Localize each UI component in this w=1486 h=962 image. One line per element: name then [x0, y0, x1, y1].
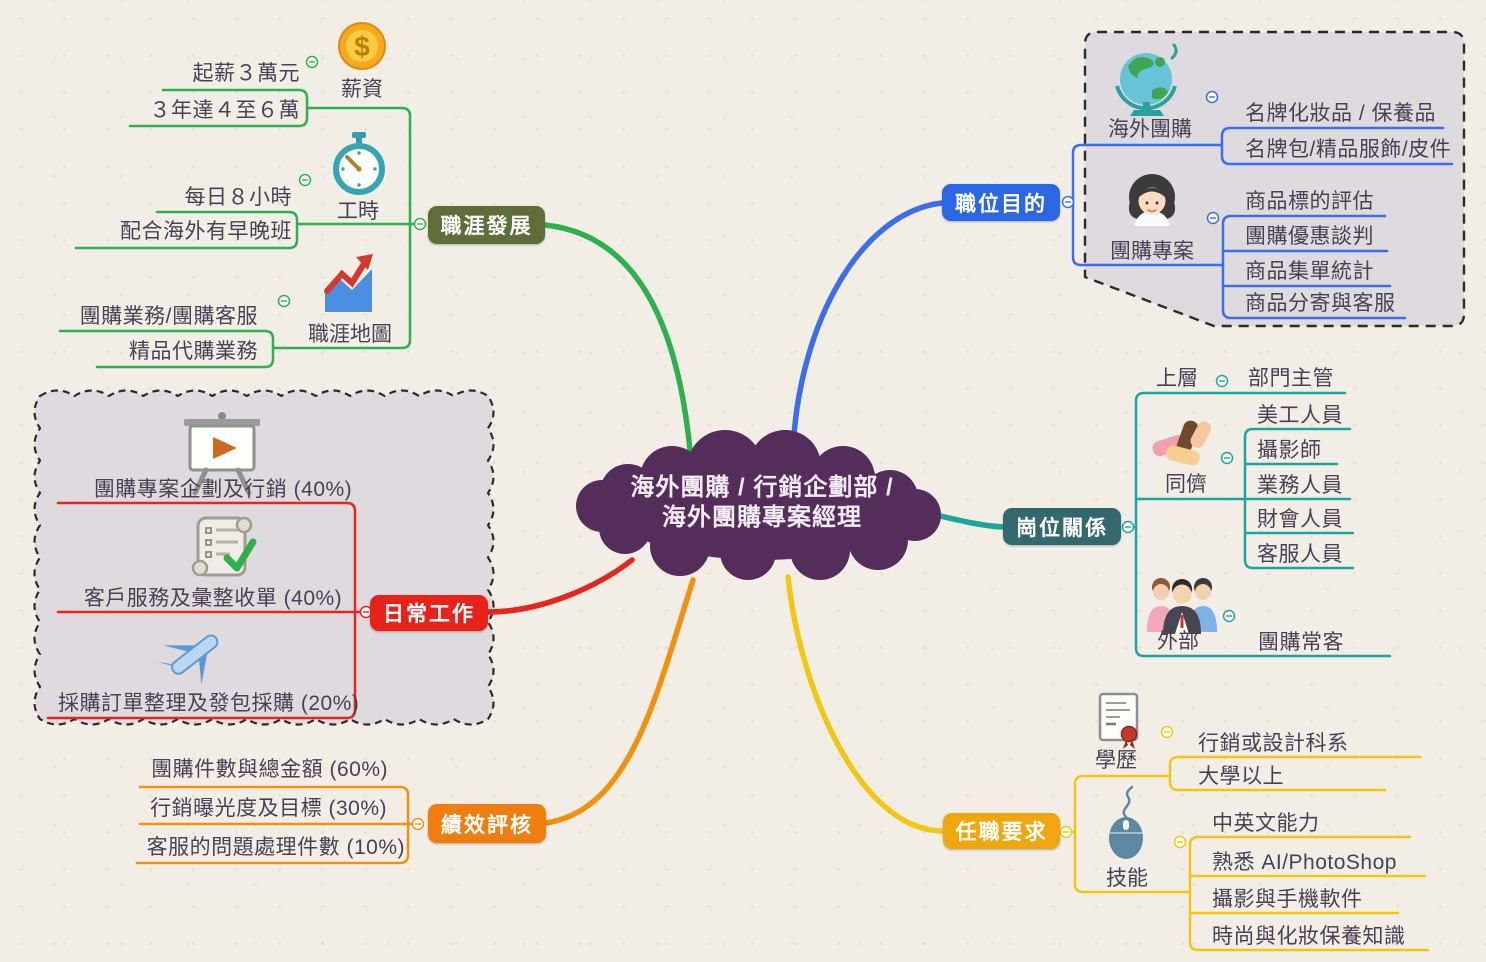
- topic-starting-salary[interactable]: 起薪３萬元: [192, 62, 300, 85]
- topic-service-staff[interactable]: 客服人員: [1257, 543, 1343, 566]
- mouse-icon[interactable]: [1109, 785, 1143, 859]
- collapse-button-career-map[interactable]: [277, 294, 291, 308]
- topic-photography-mobile-apps[interactable]: 攝影與手機軟件: [1212, 888, 1363, 911]
- branch-node-purpose[interactable]: 職位目的: [942, 184, 1060, 221]
- branch-node-career[interactable]: 職涯發展: [428, 206, 545, 244]
- topic-university-above[interactable]: 大學以上: [1198, 765, 1284, 788]
- topic-boutique-purchasing[interactable]: 精品代購業務: [129, 340, 258, 363]
- job-purpose-panel: [1083, 30, 1466, 328]
- career-branch-curve: [542, 222, 693, 453]
- branch-node-relations[interactable]: 崗位關係: [1003, 508, 1121, 545]
- stopwatch-icon[interactable]: [333, 132, 385, 195]
- collapse-button-relations[interactable]: [1121, 520, 1135, 534]
- topic-groupbuy-sales-service[interactable]: 團購業務/團購客服: [79, 305, 258, 328]
- collapse-button-career[interactable]: [413, 217, 427, 231]
- topic-discount-negotiation[interactable]: 團購優惠談判: [1245, 225, 1374, 248]
- topic-customer-service-orders[interactable]: 客戶服務及彙整收單 (40%): [83, 587, 343, 610]
- topic-accounting-staff[interactable]: 財會人員: [1257, 508, 1343, 531]
- subtopic-overseas-groupbuy[interactable]: 海外團購: [1108, 118, 1192, 141]
- central-topic-line2: 海外團購專案經理: [662, 504, 862, 531]
- topic-brand-bags-leather[interactable]: 名牌包/精品服飾/皮件: [1245, 138, 1452, 161]
- people-group-icon[interactable]: [1147, 578, 1217, 634]
- requirements-branch-curve: [785, 574, 946, 834]
- collapse-button-overseas[interactable]: [1205, 90, 1219, 104]
- scroll-checklist-icon[interactable]: [191, 516, 257, 577]
- topic-sales-staff[interactable]: 業務人員: [1257, 474, 1343, 497]
- collapse-button-requirements[interactable]: [1059, 825, 1073, 839]
- collapse-button-purpose[interactable]: [1061, 195, 1075, 209]
- topic-graphic-designer[interactable]: 美工人員: [1257, 404, 1343, 427]
- topic-brand-cosmetics[interactable]: 名牌化妝品 / 保養品: [1245, 102, 1437, 125]
- topic-salary-3years[interactable]: ３年達４至６萬: [149, 99, 300, 122]
- topic-marketing-exposure-target[interactable]: 行銷曝光度及目標 (30%): [150, 797, 387, 820]
- career-connectors: [58, 88, 416, 369]
- globe-icon[interactable]: [1115, 43, 1178, 116]
- daily-branch-curve: [485, 557, 635, 615]
- central-topic-line1: 海外團購 / 行銷企劃部 /: [630, 474, 894, 501]
- collapse-button-salary[interactable]: [305, 55, 319, 69]
- topic-project-planning-marketing[interactable]: 團購專案企劃及行銷 (40%): [93, 478, 353, 501]
- branch-node-requirements[interactable]: 任職要求: [943, 813, 1060, 849]
- topic-photographer[interactable]: 攝影師: [1257, 439, 1322, 462]
- collapse-button-skills[interactable]: [1173, 835, 1187, 849]
- branch-node-performance[interactable]: 績效評核: [428, 804, 546, 843]
- hands-icon[interactable]: [1151, 419, 1214, 467]
- topic-service-case-count[interactable]: 客服的問題處理件數 (10%): [146, 836, 405, 859]
- presentation-icon[interactable]: [184, 412, 260, 496]
- collapse-button-project[interactable]: [1206, 211, 1220, 225]
- subtopic-skills[interactable]: 技能: [1106, 867, 1148, 890]
- topic-shipping-customer-service[interactable]: 商品分寄與客服: [1245, 292, 1396, 315]
- collapse-button-peers[interactable]: [1220, 451, 1234, 465]
- central-topic-cloud[interactable]: [576, 430, 941, 580]
- central-topic[interactable]: 海外團購 / 行銷企劃部 / 海外團購專案經理: [562, 473, 962, 533]
- diploma-icon[interactable]: [1098, 692, 1139, 749]
- collapse-button-external[interactable]: [1222, 609, 1236, 623]
- relations-branch-curve: [933, 512, 1007, 530]
- trend-chart-icon[interactable]: [324, 254, 373, 312]
- topic-fashion-beauty-knowledge[interactable]: 時尚與化妝保養知識: [1212, 925, 1406, 948]
- subtopic-upper-level[interactable]: 上層: [1156, 367, 1198, 390]
- topic-marketing-design-major[interactable]: 行銷或設計科系: [1198, 732, 1349, 755]
- subtopic-groupbuy-project[interactable]: 團購專案: [1110, 240, 1194, 263]
- collapse-button-daily[interactable]: [359, 605, 373, 619]
- topic-order-statistics[interactable]: 商品集單統計: [1245, 260, 1374, 283]
- subtopic-hours[interactable]: 工時: [337, 200, 379, 223]
- daily-work-panel: [33, 389, 495, 726]
- topic-8-hours-daily[interactable]: 每日８小時: [184, 186, 292, 209]
- topic-bilingual-ability[interactable]: 中英文能力: [1212, 812, 1320, 835]
- subtopic-salary[interactable]: 薪資: [341, 78, 383, 101]
- topic-regular-customers[interactable]: 團購常客: [1258, 631, 1344, 654]
- woman-avatar-icon[interactable]: [1129, 174, 1175, 226]
- branch-node-daily[interactable]: 日常工作: [370, 595, 488, 631]
- topic-purchase-order-processing[interactable]: 採購訂單整理及發包採購 (20%): [58, 692, 360, 715]
- subtopic-peers[interactable]: 同儕: [1165, 473, 1207, 496]
- performance-branch-curve: [543, 577, 696, 826]
- topic-dept-manager[interactable]: 部門主管: [1248, 367, 1334, 390]
- collapse-button-hours[interactable]: [298, 173, 312, 187]
- topic-ai-photoshop[interactable]: 熟悉 AI/PhotoShop: [1212, 851, 1397, 874]
- purpose-branch-curve: [790, 200, 945, 451]
- topic-product-evaluation[interactable]: 商品標的評估: [1245, 190, 1374, 213]
- coin-icon[interactable]: $: [338, 22, 386, 70]
- collapse-button-upper[interactable]: [1215, 374, 1229, 388]
- collapse-button-performance[interactable]: [411, 817, 425, 831]
- subtopic-education[interactable]: 學歷: [1095, 749, 1137, 772]
- topic-overseas-shifts[interactable]: 配合海外有早晚班: [120, 220, 292, 243]
- subtopic-career-map[interactable]: 職涯地圖: [308, 323, 392, 346]
- subtopic-external[interactable]: 外部: [1157, 630, 1199, 653]
- topic-groupbuy-volume-amount[interactable]: 團購件數與總金額 (60%): [151, 758, 388, 781]
- requirements-connectors: [1067, 755, 1430, 952]
- branch-curves: [485, 200, 1007, 834]
- svg-text:$: $: [354, 31, 370, 62]
- collapse-button-education[interactable]: [1160, 725, 1174, 739]
